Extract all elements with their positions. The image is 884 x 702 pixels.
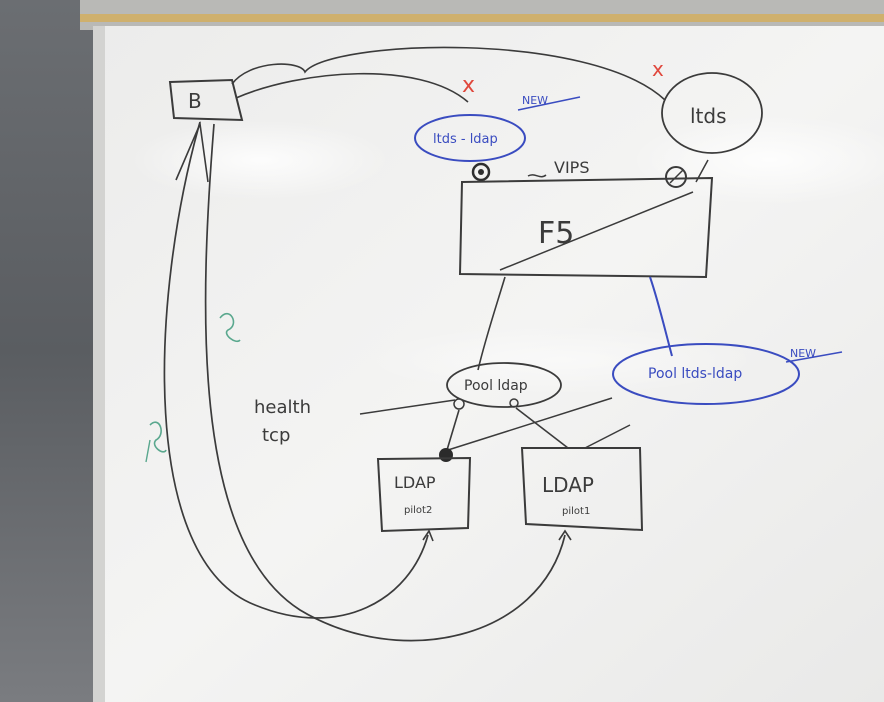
pool-ldap-ellipse <box>446 362 562 408</box>
vips-squiggle <box>527 174 547 178</box>
link-pool-ldap-pilot2 <box>446 409 460 451</box>
ldap-pilot2-sub: pilot2 <box>404 505 432 516</box>
green-mark-2 <box>149 421 167 453</box>
tcp-label: tcp <box>262 425 290 446</box>
health-label: health <box>254 397 311 418</box>
ldap-pilot2-health-dot <box>439 448 453 462</box>
link-b-ltds-ldap <box>235 72 469 103</box>
ldap-pilot1-box <box>520 447 644 532</box>
green-mark-2-tail <box>145 439 151 463</box>
board-top-trim <box>80 14 884 22</box>
loop-b-pilot1 <box>204 123 566 642</box>
vip-left-dot <box>478 169 484 175</box>
f5-label: F5 <box>538 216 574 251</box>
cross-mark-right: x <box>652 57 664 81</box>
b-label: B <box>188 89 202 113</box>
f5-ltds-connector <box>695 159 709 183</box>
wall-shadow <box>0 0 95 702</box>
arrowhead-pilot2 <box>422 529 434 542</box>
ldap-pilot1-sub: pilot1 <box>562 506 590 517</box>
reflection-right <box>630 115 884 205</box>
vips-label: VIPS <box>554 158 589 177</box>
ltds-ldap-label: ltds - ldap <box>433 132 498 147</box>
health-pointer <box>359 399 456 415</box>
pool-ltds-ldap-label: Pool ltds-ldap <box>648 366 742 382</box>
new-label-top: NEW <box>522 94 548 107</box>
pool-ltds-ldap-ellipse <box>612 343 800 405</box>
new-label-right: NEW <box>790 347 816 360</box>
pool-ldap-member-left <box>453 398 465 410</box>
ldap-pilot2-label: LDAP <box>394 473 436 492</box>
ltds-ellipse <box>661 72 763 154</box>
new-underline-top <box>517 96 581 111</box>
cross-mark-left: x <box>462 73 475 98</box>
link-b-ltds <box>231 46 666 101</box>
link-pool-ltds-pilot2 <box>447 397 613 451</box>
arrowhead-pilot1 <box>558 529 572 541</box>
ltds-label: ltds <box>690 104 727 128</box>
link-f5-pool-ldap <box>477 276 506 371</box>
ldap-pilot1-label: LDAP <box>542 473 594 497</box>
vip-right-slash <box>669 169 684 184</box>
b-box <box>168 78 244 122</box>
board-left-frame <box>93 26 105 702</box>
ltds-ldap-ellipse <box>414 114 526 162</box>
link-pool-ldap-pilot1 <box>515 407 569 449</box>
green-mark-1 <box>219 312 241 342</box>
f5-box <box>458 176 714 279</box>
new-underline-right <box>785 351 843 363</box>
link-pool-ltds-pilot1 <box>584 424 631 449</box>
f5-diagonal <box>499 191 694 271</box>
vip-left-icon <box>471 162 491 182</box>
arrowhead-b <box>175 121 209 183</box>
loop-b-pilot2 <box>163 121 429 619</box>
ldap-pilot2-box <box>376 456 472 533</box>
link-f5-pool-ltds-ldap <box>649 276 673 357</box>
reflection-left <box>130 120 390 200</box>
pool-ldap-label: Pool ldap <box>464 378 528 394</box>
reflection-center <box>360 325 760 395</box>
pool-ldap-member-right <box>509 398 519 408</box>
vip-right-icon <box>665 166 687 188</box>
